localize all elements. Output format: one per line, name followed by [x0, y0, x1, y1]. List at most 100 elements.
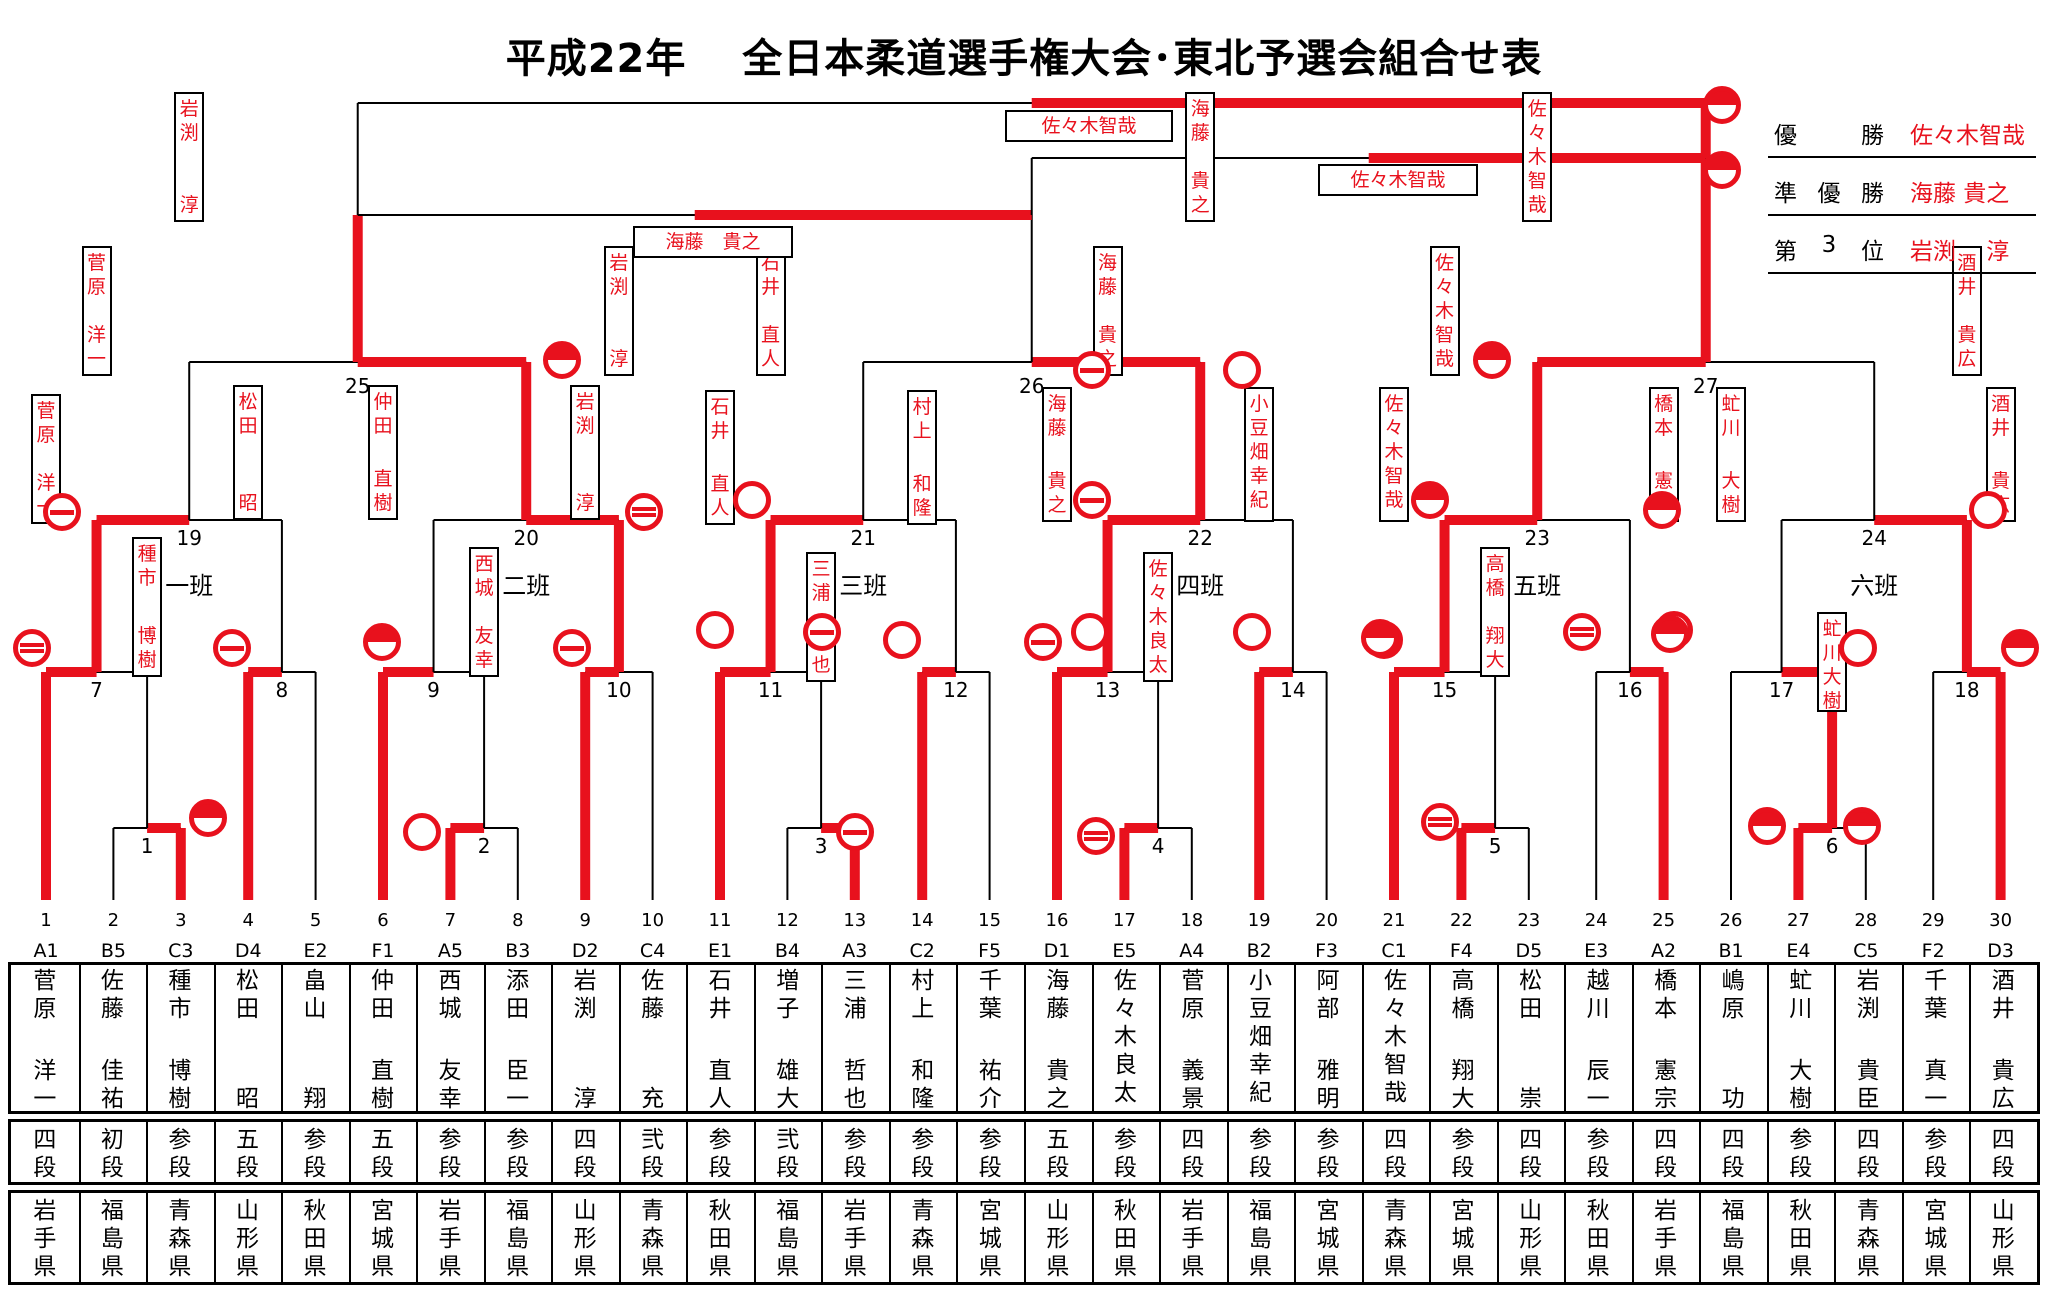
column-divider	[1564, 965, 1567, 1111]
column-divider	[1091, 1193, 1094, 1282]
player-rank-cell: 初段	[100, 1127, 124, 1181]
column-divider	[416, 1122, 419, 1182]
player-first-name: 友幸	[438, 1058, 462, 1112]
result-mark-icon	[1421, 803, 1459, 841]
player-last-name: 海藤	[1046, 968, 1070, 1022]
player-last-name: 西城	[438, 968, 462, 1022]
column-divider	[281, 965, 284, 1111]
column-divider	[686, 1193, 689, 1282]
player-rank-cell: 四段	[1721, 1127, 1745, 1181]
player-seed: F5	[978, 940, 1002, 962]
winner-name-box: 石井直人	[755, 246, 786, 376]
player-name-cell: 海藤貴之	[1024, 965, 1092, 1113]
name-top: 仲田	[373, 391, 393, 437]
player-number: 12	[775, 910, 799, 931]
name-top: 佐々木智哉	[1435, 252, 1455, 370]
result-mark-icon	[1563, 613, 1601, 651]
result-mark-icon	[1969, 491, 2007, 529]
column-divider	[146, 1193, 149, 1282]
player-last-name: 佐々木良太	[1113, 968, 1137, 1106]
result-mark-icon	[1411, 481, 1449, 519]
column-divider	[1901, 1122, 1904, 1182]
column-divider	[1564, 1193, 1567, 1282]
player-first-name: 大樹	[1789, 1058, 1813, 1112]
player-first-name: 翔	[303, 1086, 327, 1112]
column-divider	[686, 965, 689, 1111]
column-divider	[1496, 1193, 1499, 1282]
player-last-name: 小豆畑幸紀	[1248, 968, 1272, 1106]
column-divider	[78, 1122, 81, 1182]
winner-name-box: 佐々木良太	[1143, 552, 1174, 682]
player-first-name: 憲宗	[1654, 1058, 1678, 1112]
player-seed: A1	[33, 940, 59, 962]
player-number: 3	[175, 910, 187, 931]
player-last-name: 松田	[1519, 968, 1543, 1022]
group-label: 六班	[1850, 572, 1899, 600]
column-divider	[483, 1193, 486, 1282]
player-number: 4	[242, 910, 254, 931]
player-number: 26	[1719, 910, 1743, 931]
player-number: 16	[1045, 910, 1069, 931]
column-divider	[1226, 1193, 1229, 1282]
column-divider	[1766, 1122, 1769, 1182]
player-last-name: 千葉	[1924, 968, 1948, 1022]
column-divider	[1429, 1122, 1432, 1182]
player-seed: D2	[571, 940, 599, 962]
player-number: 22	[1449, 910, 1473, 931]
player-number: 2	[107, 910, 120, 931]
player-name-cell: 三浦哲也	[821, 965, 889, 1113]
player-name-cell: 越川辰一	[1564, 965, 1632, 1113]
player-name-cell: 千葉真一	[1902, 965, 1970, 1113]
player-first-name: 貴広	[1991, 1058, 2015, 1112]
player-rank-cell: 参段	[1248, 1127, 1272, 1181]
final-winner-label: 佐々木智哉	[1005, 110, 1173, 142]
name-bottom: 大樹	[1721, 470, 1741, 516]
player-last-name: 菅原	[33, 968, 57, 1022]
column-divider	[618, 965, 621, 1111]
name-bottom: 貴広	[1957, 324, 1977, 370]
column-divider	[213, 1193, 216, 1282]
player-number: 11	[708, 910, 732, 931]
player-name-cell: 増子雄大	[754, 965, 822, 1113]
player-last-name: 畠山	[303, 968, 327, 1022]
player-prefecture-cell: 山形県	[573, 1198, 597, 1280]
name-top: 佐々木智哉	[1527, 98, 1547, 216]
column-divider	[348, 1193, 351, 1282]
player-rank-cell: 四段	[1654, 1127, 1678, 1181]
column-divider	[416, 965, 419, 1111]
player-seed: A5	[437, 940, 463, 962]
player-number: 8	[512, 910, 524, 931]
player-seed: A3	[842, 940, 868, 962]
column-divider	[888, 1193, 891, 1282]
column-divider	[551, 1193, 554, 1282]
match-number: 11	[757, 678, 784, 702]
column-divider	[686, 1122, 689, 1182]
result-mark-icon	[1843, 807, 1881, 845]
player-first-name: 充	[641, 1086, 665, 1112]
player-number: 20	[1315, 910, 1339, 931]
player-seed: C3	[168, 940, 194, 962]
column-divider	[78, 965, 81, 1111]
player-prefecture-cell: 宮城県	[1924, 1198, 1948, 1280]
match-number: 4	[1151, 834, 1165, 858]
player-name-cell: 佐藤充	[619, 965, 687, 1113]
player-rank-cell: 四段	[573, 1127, 597, 1181]
player-rank-cell: 五段	[1046, 1127, 1070, 1181]
player-name-cell: 種市博樹	[146, 965, 214, 1113]
player-name-cell: 千葉祐介	[956, 965, 1024, 1113]
player-prefecture-cell: 岩手県	[438, 1198, 462, 1280]
player-name-cell: 橋本憲宗	[1632, 965, 1700, 1113]
result-mark-icon	[1651, 615, 1689, 653]
player-prefecture-cell: 秋田県	[708, 1198, 732, 1280]
column-divider	[1159, 1193, 1162, 1282]
winner-name-box: 種市博樹	[132, 537, 163, 677]
player-name-cell: 仲田直樹	[349, 965, 417, 1113]
player-name-cell: 高橋翔大	[1429, 965, 1497, 1113]
player-last-name: 佐藤	[100, 968, 124, 1022]
name-bottom: 直人	[710, 473, 730, 519]
result-mark-icon	[1223, 351, 1261, 389]
player-seed: C1	[1381, 940, 1407, 962]
player-prefecture-cell: 秋田県	[1113, 1198, 1137, 1280]
player-rank-cell: 参段	[1451, 1127, 1475, 1181]
winner-name-box: 石井直人	[705, 390, 735, 525]
